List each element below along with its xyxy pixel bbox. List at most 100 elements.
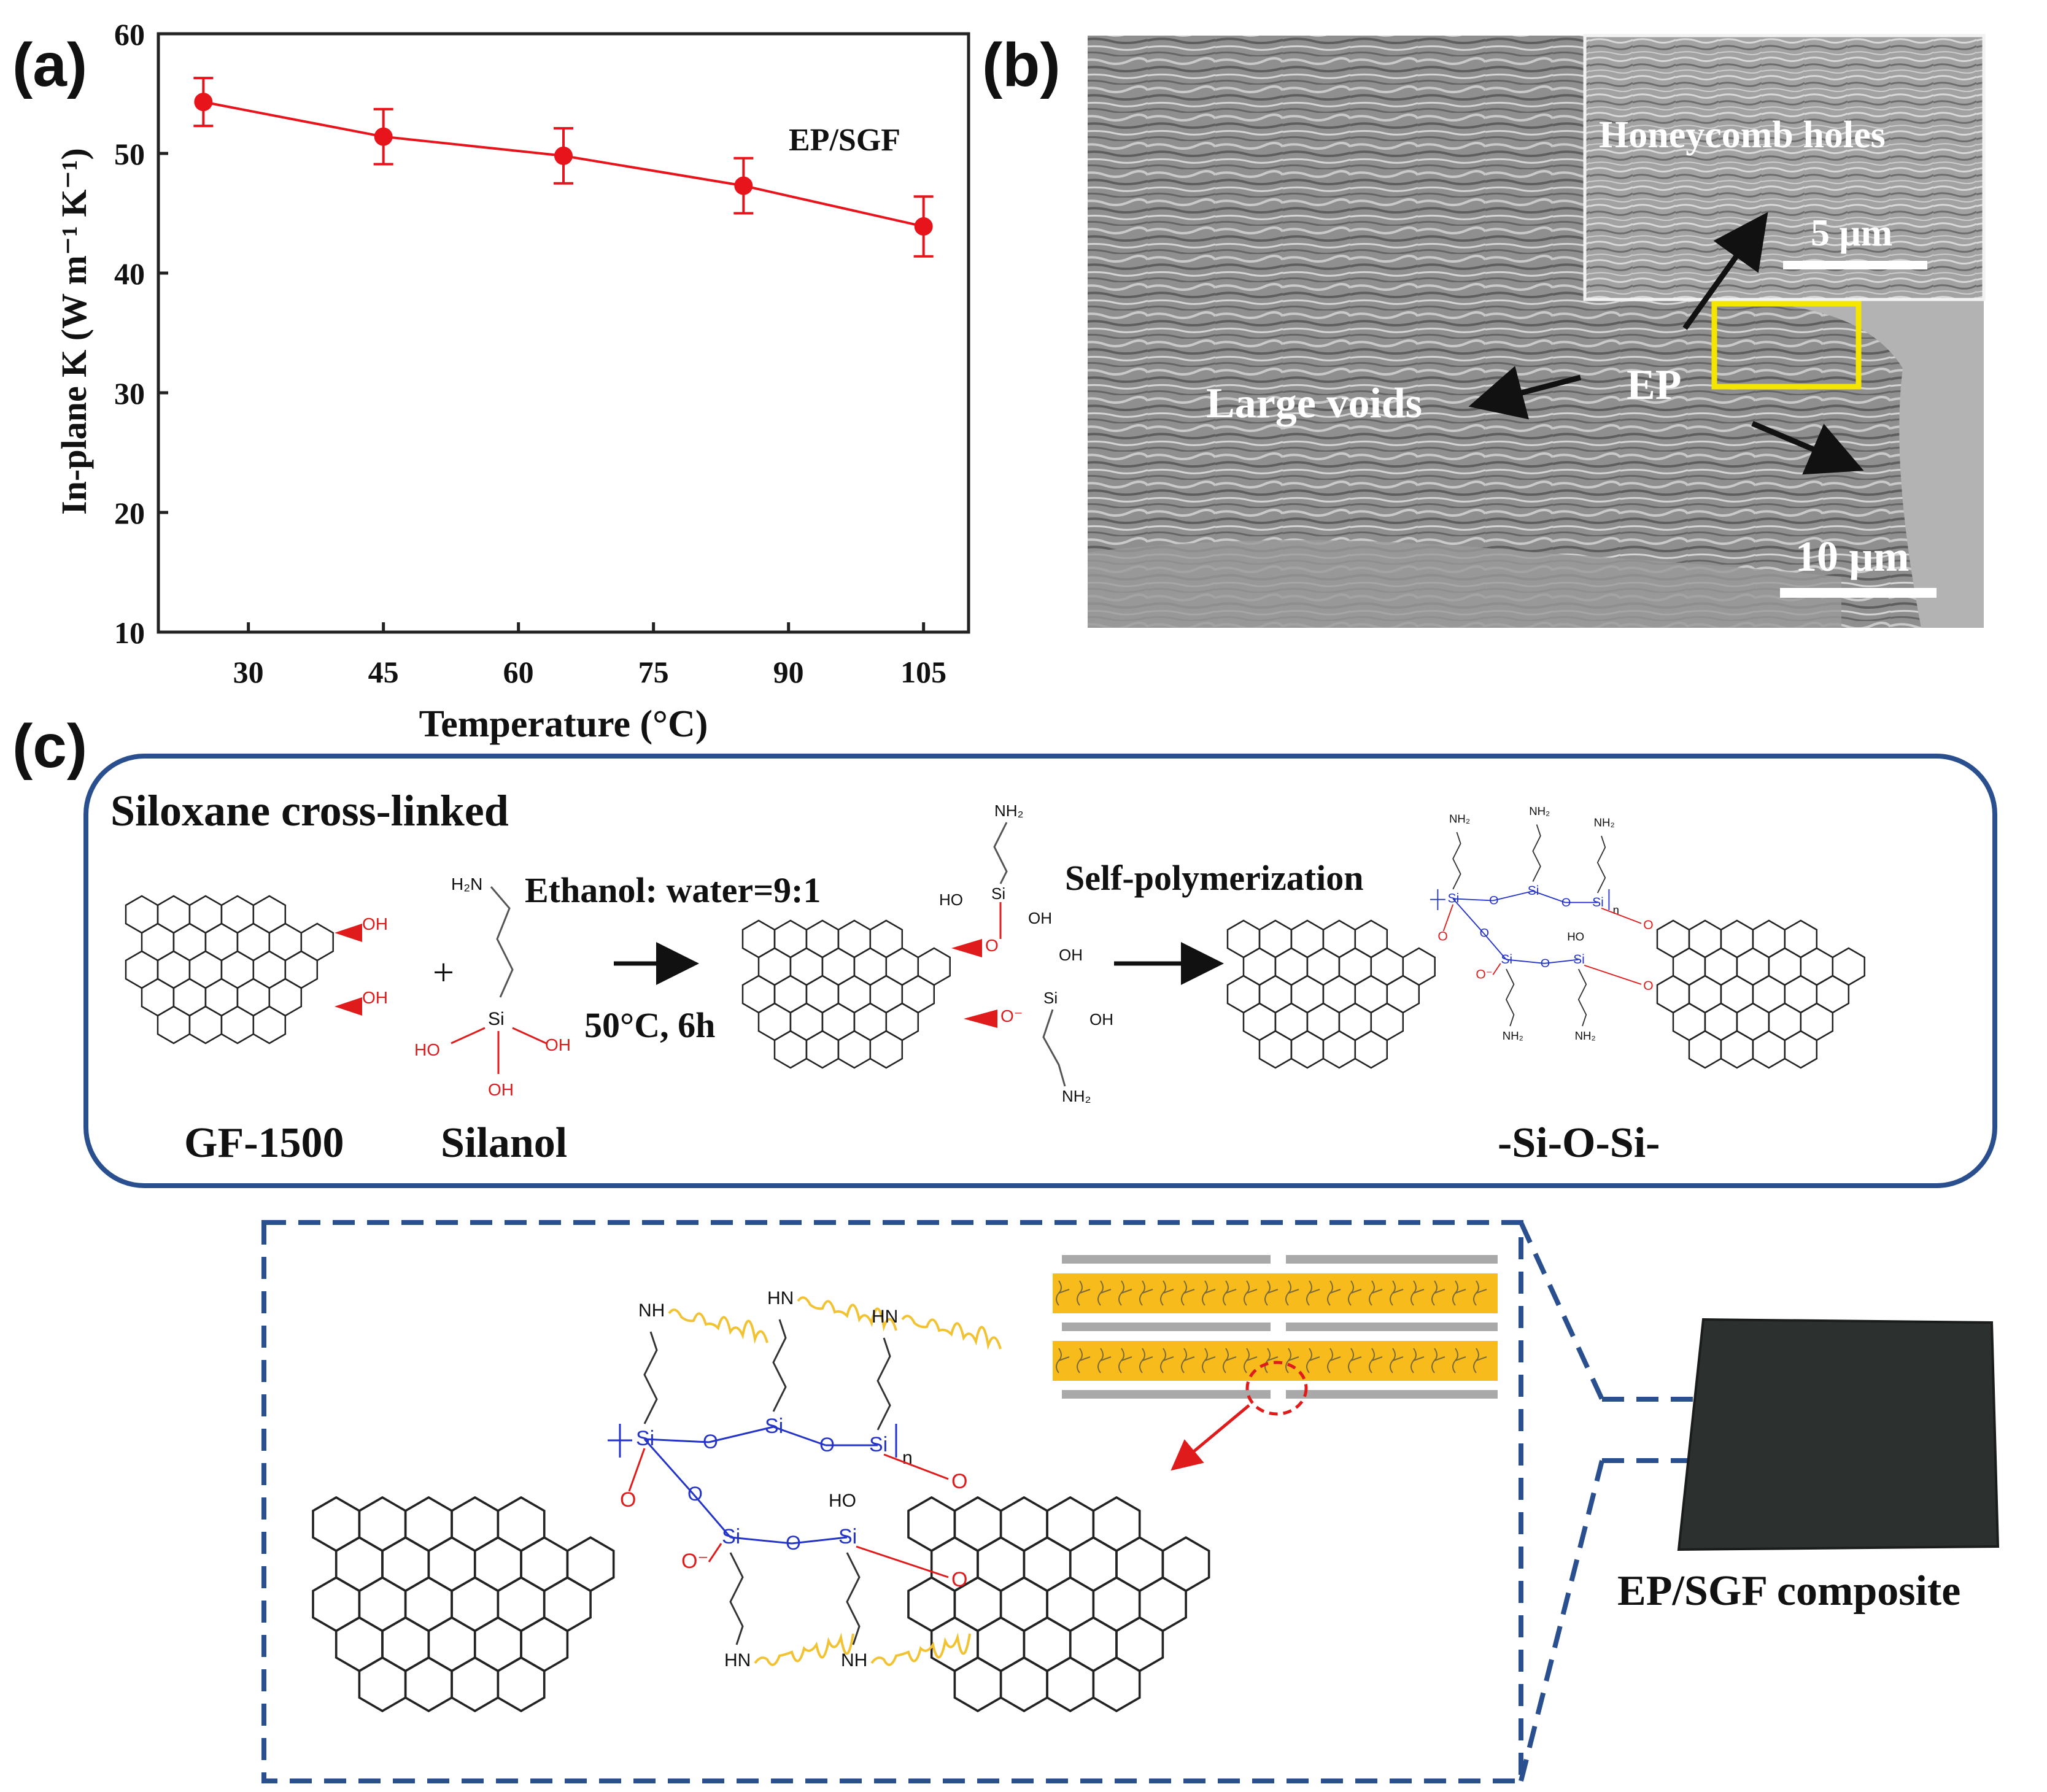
silicon-atom: Si <box>838 1525 857 1548</box>
x-tick-label: 90 <box>773 655 804 689</box>
data-point <box>374 127 393 146</box>
hex-ring <box>1832 947 1865 986</box>
spacer <box>730 1427 773 1537</box>
oxygen-atom: O⁻ <box>681 1550 708 1573</box>
label-silanol: Silanol <box>441 1119 567 1167</box>
composite-sample-edge <box>1677 1318 2000 1551</box>
hex-ring <box>1046 1656 1095 1713</box>
hex-ring <box>1258 919 1293 959</box>
si-o-bond <box>856 1545 949 1578</box>
oxygen-atom: O <box>1489 894 1498 908</box>
polymer-strand <box>1246 1356 1258 1361</box>
propyl-chain <box>1042 1009 1066 1087</box>
hex-ring <box>335 1536 384 1593</box>
y-tick-label: 50 <box>114 137 145 171</box>
polymer-strand <box>1309 1289 1320 1294</box>
hex-ring <box>404 1496 453 1553</box>
hex-ring <box>1258 975 1293 1014</box>
amine-label: NH <box>841 1650 867 1670</box>
hex-ring <box>220 950 255 989</box>
polymer-strand <box>1371 1356 1383 1361</box>
zoom-arrow <box>1171 1404 1250 1471</box>
amine-label: NH₂ <box>1062 1087 1091 1105</box>
hex-ring <box>497 1656 546 1713</box>
hex-ring <box>236 922 271 962</box>
silicon-atom: Si <box>869 1433 888 1456</box>
hex-ring <box>220 1005 255 1045</box>
hex-ring <box>427 1536 476 1593</box>
polymer-strand <box>1163 1356 1174 1361</box>
propyl-chain <box>846 1552 861 1645</box>
hex-ring <box>268 978 303 1017</box>
sem-bottom-region <box>1088 540 1841 628</box>
hex-ring <box>268 922 303 962</box>
propyl-chain <box>1452 832 1461 890</box>
hex-ring <box>1226 919 1261 959</box>
amine-label: NH₂ <box>994 801 1024 820</box>
si-o-bond <box>451 1027 486 1045</box>
oxygen-atom: O <box>1643 979 1653 993</box>
hex-ring <box>1752 919 1786 959</box>
panel-label-b: (b) <box>982 31 1061 99</box>
hex-ring <box>1046 1496 1095 1553</box>
hex-ring <box>141 978 175 1017</box>
hex-ring <box>473 1616 522 1672</box>
polymer-strand <box>1204 1289 1216 1294</box>
graphene-sheet-zoom-right <box>907 1496 1210 1713</box>
hex-ring <box>999 1576 1048 1632</box>
main-scale-bar <box>1780 588 1937 598</box>
si-o-bond <box>708 1543 722 1562</box>
oxygen-atom: O <box>786 1532 801 1554</box>
wedge-bond <box>964 1010 997 1028</box>
hex-ring <box>1752 975 1786 1014</box>
hex-ring <box>300 922 334 962</box>
hex-ring <box>358 1656 407 1713</box>
hex-ring <box>1092 1496 1141 1553</box>
hex-ring <box>1656 975 1690 1014</box>
hex-ring <box>1784 975 1818 1014</box>
epoxy-chain <box>754 1632 854 1666</box>
hex-ring <box>1704 1002 1738 1041</box>
hex-ring <box>1704 947 1738 986</box>
propyl-chain <box>643 1331 658 1424</box>
repeat-unit-n: n <box>1613 903 1619 916</box>
graphene-sheet-gf1500 <box>125 895 334 1045</box>
oxygen-atom: O <box>1541 957 1550 970</box>
hex-ring <box>451 1496 500 1553</box>
polymer-strand <box>1329 1356 1341 1361</box>
polymer-strand <box>1142 1289 1153 1294</box>
hex-ring <box>188 950 223 989</box>
amine-label: H₂N <box>451 875 482 894</box>
reaction-frame <box>83 754 1997 1188</box>
graphene-layer <box>1286 1390 1498 1399</box>
oxygen-atom: O <box>687 1483 703 1505</box>
si-o-bond <box>1506 959 1545 964</box>
hex-ring <box>1800 1002 1834 1041</box>
condition-solvent: Ethanol: water=9:1 <box>525 870 821 910</box>
polymer-strand <box>1163 1289 1174 1294</box>
silicon-atom: Si <box>991 884 1005 903</box>
si-o-bond <box>1483 932 1507 960</box>
polymer-strand <box>1455 1289 1466 1294</box>
epoxy-chain <box>668 1308 768 1344</box>
hex-ring <box>188 895 223 934</box>
hex-ring <box>1258 1030 1293 1069</box>
polymer-strand <box>1392 1356 1404 1361</box>
polymer-strand <box>1058 1289 1070 1294</box>
graphene-sheet-zoom-left <box>312 1496 615 1713</box>
hex-ring <box>1226 975 1261 1014</box>
silicon-atom: Si <box>1592 895 1604 910</box>
silicon-atom: Si <box>1448 892 1460 906</box>
zoom-circle <box>1245 1361 1308 1416</box>
hex-ring <box>473 1536 522 1593</box>
oxygen-atom: O <box>620 1488 636 1512</box>
si-o-bond <box>1452 898 1484 933</box>
graphene-sheet-product-left <box>1226 919 1436 1069</box>
si-o-bond <box>883 1453 949 1480</box>
hydroxyl-label: OH <box>1059 946 1083 964</box>
hex-ring <box>172 978 207 1017</box>
amine-label: HN <box>767 1288 794 1308</box>
